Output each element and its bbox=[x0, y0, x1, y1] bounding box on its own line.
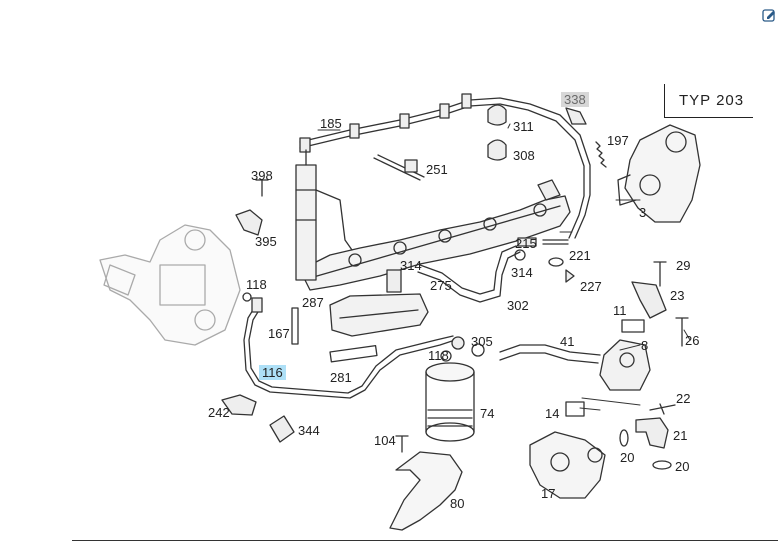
part-label-242: 242 bbox=[208, 405, 230, 420]
type-label: TYP 203 bbox=[679, 92, 745, 109]
part-label-344: 344 bbox=[298, 423, 320, 438]
part-label-3: 3 bbox=[639, 205, 647, 220]
elbow-21 bbox=[635, 417, 669, 449]
part-label-116[interactable]: 116 bbox=[259, 365, 286, 380]
part-label-118-b: 118 bbox=[428, 348, 449, 363]
bracket-23 bbox=[631, 281, 667, 319]
gasket-14 bbox=[565, 401, 585, 417]
gasket-11 bbox=[621, 319, 645, 333]
seal-ring-20b bbox=[652, 460, 672, 470]
part-label-221: 221 bbox=[569, 248, 591, 263]
type-box: TYP 203 bbox=[664, 84, 753, 118]
coolant-housing-17 bbox=[529, 431, 606, 499]
bracket-80 bbox=[389, 451, 463, 531]
part-label-197: 197 bbox=[607, 133, 629, 148]
spring bbox=[595, 141, 607, 168]
part-label-74: 74 bbox=[480, 406, 495, 421]
filter-housing bbox=[329, 269, 429, 337]
screw-104 bbox=[395, 435, 409, 453]
screw-398 bbox=[255, 179, 269, 197]
rod-167 bbox=[291, 307, 299, 345]
coolant-flange-8 bbox=[599, 339, 651, 391]
seal-ring-20a bbox=[619, 429, 629, 447]
part-label-308: 308 bbox=[513, 148, 535, 163]
part-label-104: 104 bbox=[374, 433, 396, 448]
part-label-118-a: 118 bbox=[246, 277, 267, 292]
part-label-22: 22 bbox=[676, 391, 691, 406]
part-label-167: 167 bbox=[268, 326, 290, 341]
edit-icon[interactable] bbox=[762, 8, 776, 22]
part-label-302: 302 bbox=[507, 298, 529, 313]
part-label-14: 14 bbox=[545, 406, 560, 421]
part-label-8: 8 bbox=[641, 338, 649, 353]
high-pressure-pump bbox=[99, 224, 241, 346]
thermostat-housing bbox=[617, 124, 701, 223]
hose-302 bbox=[417, 251, 521, 303]
part-label-23: 23 bbox=[670, 288, 685, 303]
frame-divider bbox=[72, 540, 778, 541]
part-label-17: 17 bbox=[541, 486, 556, 501]
part-label-275: 275 bbox=[430, 278, 452, 293]
part-label-311: 311 bbox=[513, 119, 534, 134]
part-label-227: 227 bbox=[580, 279, 602, 294]
bolt-26 bbox=[675, 317, 689, 347]
fuel-filter bbox=[425, 362, 475, 442]
return-line bbox=[299, 93, 591, 239]
fuel-pipe-116 bbox=[243, 304, 456, 399]
part-label-305: 305 bbox=[471, 334, 493, 349]
injector bbox=[295, 149, 353, 281]
part-label-20-a: 20 bbox=[620, 450, 635, 465]
part-label-251: 251 bbox=[426, 162, 448, 177]
part-label-21: 21 bbox=[673, 428, 688, 443]
part-label-395: 395 bbox=[255, 234, 277, 249]
part-label-29: 29 bbox=[676, 258, 691, 273]
part-label-41: 41 bbox=[560, 334, 575, 349]
part-label-215: 215 bbox=[515, 236, 537, 251]
clamps bbox=[487, 104, 587, 161]
part-label-314-b: 314 bbox=[511, 265, 533, 280]
part-label-287: 287 bbox=[302, 295, 324, 310]
fuel-rail bbox=[299, 179, 571, 291]
clip-395 bbox=[235, 209, 263, 236]
part-label-11: 11 bbox=[613, 303, 627, 318]
clip-344 bbox=[269, 415, 295, 443]
part-label-26: 26 bbox=[685, 333, 700, 348]
bracket-clip bbox=[404, 159, 418, 173]
fitting bbox=[251, 297, 263, 313]
seal-ring bbox=[242, 292, 252, 302]
part-label-398: 398 bbox=[251, 168, 273, 183]
clip-242 bbox=[221, 394, 257, 416]
bolt-29 bbox=[653, 261, 667, 287]
part-label-80: 80 bbox=[450, 496, 465, 511]
part-label-281: 281 bbox=[330, 370, 352, 385]
part-label-338: 338 bbox=[561, 92, 589, 107]
part-label-314-a: 314 bbox=[400, 258, 422, 273]
part-label-185: 185 bbox=[320, 116, 342, 131]
screw-22 bbox=[649, 403, 676, 415]
hose-41 bbox=[499, 344, 601, 356]
bracket-251 bbox=[373, 154, 425, 181]
part-label-20-b: 20 bbox=[675, 459, 690, 474]
hose-281 bbox=[329, 344, 378, 363]
